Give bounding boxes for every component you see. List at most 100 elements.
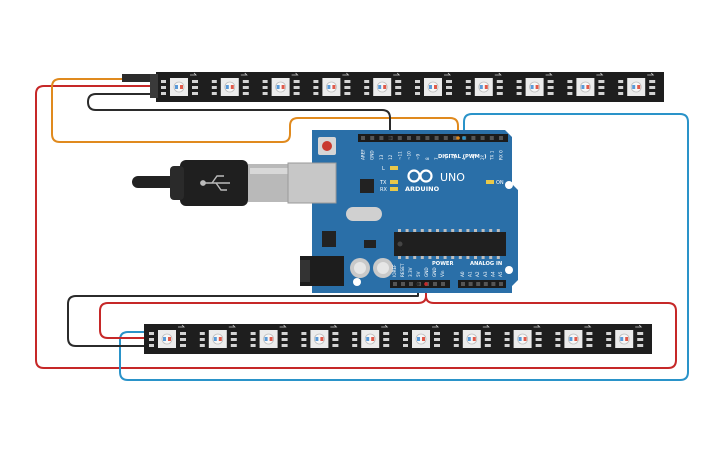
header-pin[interactable] <box>480 136 485 140</box>
wire-red-bottom-strip[interactable] <box>99 295 427 339</box>
rgb-led <box>555 324 593 348</box>
pin-label: A2 <box>475 271 480 277</box>
arduino-logo-icon <box>407 169 433 183</box>
label-on: ON <box>496 180 504 186</box>
mount-hole <box>505 181 513 189</box>
led-rx <box>390 187 398 191</box>
dc-power-jack-face <box>300 260 310 282</box>
usb-plug-grip <box>170 166 184 200</box>
rgb-led <box>516 72 554 96</box>
label-l: L <box>382 166 385 172</box>
led-strip-bottom-leds <box>149 324 644 348</box>
wire-endpoint <box>388 136 392 140</box>
wire-red-5v[interactable] <box>145 287 677 369</box>
usb-icon <box>200 175 230 191</box>
header-pin[interactable] <box>379 136 384 140</box>
header-pin[interactable] <box>491 282 496 286</box>
rgb-led <box>415 72 452 96</box>
mount-hole <box>505 266 513 274</box>
header-pin[interactable] <box>397 136 402 140</box>
arduino-wordmark: ARDUINO <box>405 185 440 193</box>
chip-notch <box>397 241 403 247</box>
header-pin[interactable] <box>483 282 488 286</box>
led-strip-top[interactable] <box>156 72 664 102</box>
usb-cable[interactable] <box>132 160 292 206</box>
header-pin[interactable] <box>361 136 365 140</box>
rgb-led <box>199 324 237 348</box>
led-l <box>390 166 398 170</box>
wire-black-bottom-gnd[interactable] <box>67 287 419 347</box>
pin-label: 13 <box>379 154 384 160</box>
capacitor-top <box>377 262 389 274</box>
pin-label: RESET <box>400 263 405 277</box>
header-pin[interactable] <box>441 282 445 286</box>
rgb-led <box>606 324 644 348</box>
pin-label: A5 <box>498 271 503 277</box>
header-pin[interactable] <box>401 282 405 286</box>
pin-label: ~11 <box>397 151 402 160</box>
usb-b-socket[interactable] <box>287 162 337 204</box>
analog-header-label: ANALOG IN <box>470 261 502 267</box>
header-pin[interactable] <box>370 136 375 140</box>
pin-label: A1 <box>468 271 473 277</box>
rgb-led <box>567 72 605 96</box>
wire-endpoint <box>424 282 428 286</box>
header-pin[interactable] <box>453 136 457 140</box>
header-pin[interactable] <box>499 282 503 286</box>
header-pin[interactable] <box>425 136 430 140</box>
chip-legs <box>398 229 500 259</box>
mount-hole <box>353 278 361 286</box>
rgb-led <box>453 324 491 348</box>
digital-header-label: DIGITAL (PWM~) <box>438 154 486 160</box>
usb-metal-shell-highlight <box>250 168 290 174</box>
label-rx: RX <box>380 187 387 193</box>
header-pin[interactable] <box>499 136 503 140</box>
pin-label: RX 0 <box>499 150 504 160</box>
header-pin[interactable] <box>407 136 411 140</box>
power-header-label: POWER <box>432 261 453 267</box>
header-pin[interactable] <box>461 282 465 286</box>
header-pin[interactable] <box>489 136 494 140</box>
pin-label: A0 <box>460 271 465 277</box>
wire-red-top-strip[interactable] <box>35 85 159 369</box>
board-model: UNO <box>440 171 465 184</box>
rgb-led <box>352 324 390 348</box>
pin-label: GND <box>432 267 437 277</box>
wire-black-top-gnd[interactable] <box>87 93 391 137</box>
header-pin[interactable] <box>434 136 439 140</box>
pin-label: ~9 <box>416 153 421 160</box>
pin-label: 7 <box>434 157 439 160</box>
label-tx: TX <box>379 180 387 186</box>
wires <box>35 78 689 381</box>
pin-label: IOREF <box>392 264 397 277</box>
pin-label: GND <box>424 267 429 277</box>
pin-label: 8 <box>425 157 430 160</box>
wire-orange-data[interactable] <box>51 78 459 143</box>
header-pin[interactable] <box>433 282 437 286</box>
analog-header[interactable] <box>458 280 506 288</box>
digital-header[interactable] <box>358 134 508 142</box>
atmega-microcontroller <box>394 232 506 256</box>
header-pin[interactable] <box>471 136 476 140</box>
header-pin[interactable] <box>443 136 448 140</box>
led-strip-bottom[interactable] <box>144 324 652 354</box>
pin-label: 2 <box>480 157 485 160</box>
pin-label: A4 <box>490 271 495 277</box>
rgb-led <box>504 324 542 348</box>
header-pin[interactable] <box>476 282 481 286</box>
header-pin[interactable] <box>416 136 421 140</box>
strip-connector[interactable] <box>122 74 158 82</box>
pin-label: 5V <box>416 271 421 277</box>
usb-chip <box>360 179 374 193</box>
header-pin[interactable] <box>468 282 473 286</box>
rgb-led <box>403 324 440 348</box>
wire-endpoint <box>462 136 466 140</box>
header-pin[interactable] <box>393 282 397 286</box>
header-pin[interactable] <box>409 282 413 286</box>
pin-label: 3.3V <box>408 267 413 277</box>
wire-endpoint <box>416 282 420 286</box>
pin-label: ~5 <box>453 153 458 160</box>
